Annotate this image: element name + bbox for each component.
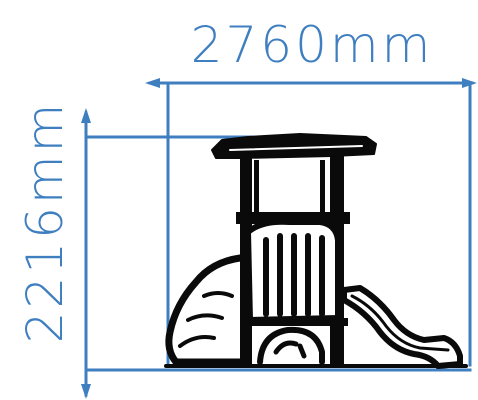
climbing-wall — [165, 254, 244, 366]
climbing-wall-detail — [178, 291, 234, 348]
height-arrow-bottom — [81, 384, 91, 399]
width-label: 2760mm — [191, 16, 434, 74]
playground-structure — [164, 133, 468, 369]
roof-edge — [229, 145, 363, 151]
panel-bars — [263, 233, 325, 317]
post-left-inner — [254, 160, 259, 218]
width-arrow-left — [145, 78, 160, 88]
crawl-opening — [257, 326, 325, 365]
crawl-detail — [273, 340, 307, 359]
lower-beam — [236, 318, 348, 326]
slide — [341, 285, 463, 369]
post-right-inner — [320, 160, 325, 218]
height-label: 2216mm — [16, 101, 74, 344]
slide-rail — [350, 294, 450, 352]
roof — [211, 133, 377, 159]
height-arrow-top — [81, 108, 91, 123]
